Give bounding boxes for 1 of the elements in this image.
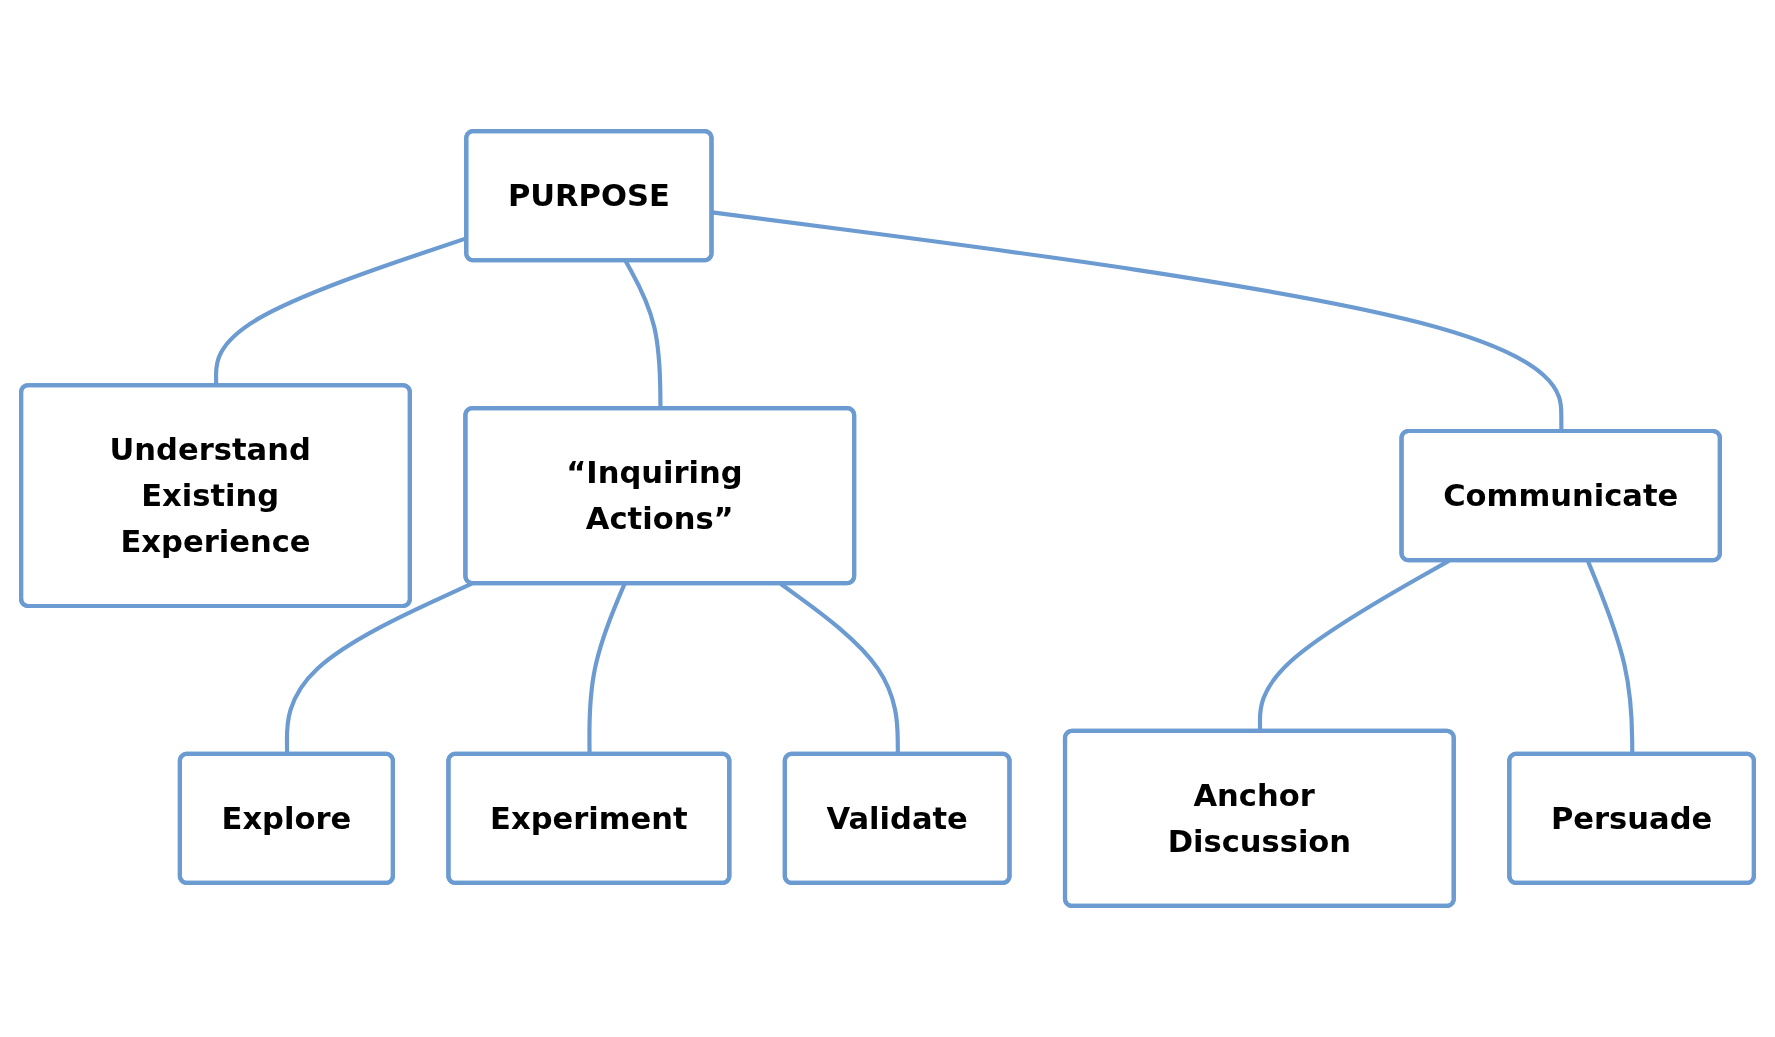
connector [284, 581, 473, 755]
